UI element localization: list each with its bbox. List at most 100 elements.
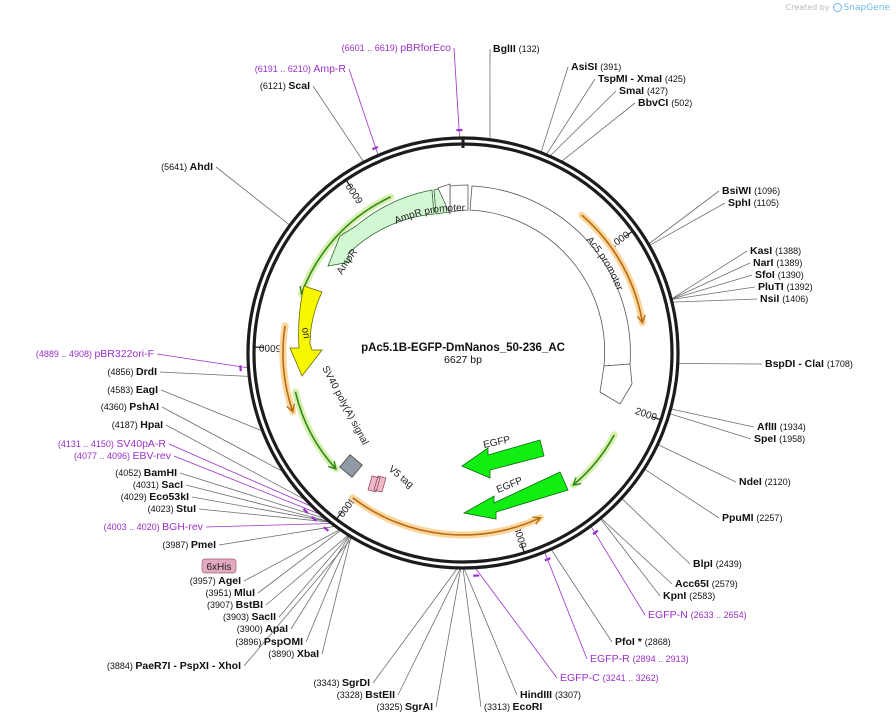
enzyme-site-label[interactable]: (4187) HpaI <box>112 419 163 431</box>
orf-arc[interactable] <box>572 434 615 486</box>
enzyme-site-label[interactable]: NdeI (2120) <box>739 476 791 488</box>
his-tag-label: 6xHis <box>206 562 231 573</box>
primer-label[interactable]: EGFP-R (2894 .. 2913) <box>590 653 689 665</box>
enzyme-site-label[interactable]: PpuMI (2257) <box>722 512 782 524</box>
enzyme-site-label[interactable]: (4856) DrdI <box>107 366 157 378</box>
ori-shape[interactable] <box>289 285 323 377</box>
enzyme-site-label[interactable]: NarI (1389) <box>753 257 802 269</box>
primer-label[interactable]: (4131 .. 4150) SV40pA-R <box>58 438 167 450</box>
enzyme-site-label[interactable]: (3900) ApaI <box>237 623 288 635</box>
enzyme-site-label[interactable]: (3907) BstBI <box>207 599 263 611</box>
sv40-polya-shape[interactable] <box>339 454 363 478</box>
enzyme-site-label[interactable]: AflII (1934) <box>757 421 806 433</box>
primer-label[interactable]: EGFP-N (2633 .. 2654) <box>648 609 747 621</box>
enzyme-leader-line <box>397 568 461 696</box>
enzyme-site-label[interactable]: (3987) PmeI <box>162 539 216 551</box>
enzyme-site-label[interactable]: SphI (1105) <box>728 197 779 209</box>
enzyme-site-label[interactable]: (4031) SacI <box>133 479 183 491</box>
egfp-2-shape[interactable] <box>462 471 569 520</box>
enzyme-site-label[interactable]: (3884) PaeR7I - PspXI - XhoI <box>107 660 241 672</box>
site-position: (132) <box>519 44 540 54</box>
enzyme-site-label[interactable]: BspDI - ClaI (1708) <box>765 358 853 370</box>
orf-arc[interactable] <box>282 325 294 412</box>
orf-arc[interactable] <box>294 391 337 470</box>
enzyme-site-label[interactable]: (3896) PspOMI <box>235 636 303 648</box>
enzyme-site-label[interactable]: KasI (1388) <box>750 245 801 257</box>
enzyme-leader-line <box>649 202 726 246</box>
primer-label[interactable]: EGFP-C (3241 .. 3262) <box>560 672 659 684</box>
primer-label[interactable]: (6601 .. 6619) pBRforEco <box>342 42 451 54</box>
site-name: BspDI <box>765 358 798 370</box>
enzyme-site-label[interactable]: PfoI * (2868) <box>615 636 671 648</box>
enzyme-leader-line <box>672 298 758 303</box>
ac5-promoter-tail <box>599 363 633 405</box>
site-position: (6191 .. 6210) <box>255 64 314 74</box>
site-name: BglII <box>493 43 519 55</box>
created-by-text: Created by <box>785 3 830 12</box>
ruler-tick <box>651 416 662 421</box>
enzyme-site-label[interactable]: BglII (132) <box>493 43 540 55</box>
enzyme-site-label[interactable]: (3957) AgeI <box>190 575 241 587</box>
enzyme-site-label[interactable]: (6121) ScaI <box>260 80 310 92</box>
enzyme-site-label[interactable]: PluTI (1392) <box>758 281 813 293</box>
site-position: (1105) <box>754 198 779 208</box>
ampr-promoter-shape[interactable] <box>449 184 469 213</box>
ac5-promoter-shape[interactable] <box>469 185 631 367</box>
site-position: (5641) <box>161 162 190 172</box>
enzyme-site-label[interactable]: (4023) StuI <box>148 503 196 515</box>
primer-label[interactable]: (4889 .. 4908) pBR322ori-F <box>36 348 154 360</box>
enzyme-site-label[interactable]: (4583) EagI <box>107 384 158 396</box>
ruler-tick <box>345 179 353 189</box>
enzyme-site-label[interactable]: SfoI (1390) <box>755 269 804 281</box>
enzyme-site-label[interactable]: (3890) XbaI <box>268 648 319 660</box>
enzyme-site-label[interactable]: (3951) MluI <box>205 587 255 599</box>
enzyme-site-label[interactable]: (3325) SgrAI <box>376 701 433 713</box>
primer-leader-line <box>590 526 646 616</box>
ruler-label: 2000 <box>634 406 659 424</box>
enzyme-site-label[interactable]: (3313) EcoRI <box>484 701 542 713</box>
site-position: (425) <box>665 74 686 84</box>
site-name: BbvCI <box>638 97 671 109</box>
enzyme-site-label[interactable]: (3328) BstEII <box>337 689 395 701</box>
orf-arrowhead <box>532 516 542 525</box>
enzyme-site-label[interactable]: (3903) SacII <box>223 611 276 623</box>
enzyme-site-label[interactable]: (5641) AhdI <box>161 161 213 173</box>
orf-arc[interactable] <box>300 196 392 295</box>
site-name: HindIII <box>520 689 555 701</box>
primer-label[interactable]: (4077 .. 4096) EBV-rev <box>74 450 172 462</box>
enzyme-site-label[interactable]: AsiSI (391) <box>571 61 621 73</box>
site-name: NarI <box>753 257 776 269</box>
his-tag-badge[interactable]: 6xHis <box>201 558 237 574</box>
site-position: (3241 .. 3262) <box>603 673 659 683</box>
v5-tag-shape[interactable] <box>367 475 387 493</box>
site-position: (391) <box>600 62 621 72</box>
enzyme-site-label[interactable]: TspMI - XmaI (425) <box>598 73 686 85</box>
enzyme-site-label[interactable]: (4029) Eco53kI <box>121 491 189 503</box>
primer-label[interactable]: (4003 .. 4020) BGH-rev <box>104 521 204 533</box>
enzyme-site-label[interactable]: SpeI (1958) <box>754 433 805 445</box>
plasmid-size: 6627 bp <box>444 354 482 366</box>
site-position: (3890) <box>268 649 297 659</box>
enzyme-site-label[interactable]: HindIII (3307) <box>520 689 581 701</box>
enzyme-site-label[interactable]: KpnI (2583) <box>663 590 715 602</box>
enzyme-site-label[interactable]: NsiI (1406) <box>760 293 808 305</box>
primer-label[interactable]: (6191 .. 6210) Amp-R <box>255 63 347 75</box>
site-labels: BglII (132) AsiSI (391)TspMI - XmaI (425)… <box>36 42 853 713</box>
egfp-1-shape[interactable] <box>461 439 545 479</box>
enzyme-site-label[interactable]: SmaI (427) <box>619 85 668 97</box>
v5-tag-label: V5 tag <box>386 464 415 491</box>
site-extra: - ClaI <box>798 358 827 370</box>
enzyme-site-label[interactable]: BbvCI (502) <box>638 97 692 109</box>
enzyme-site-label[interactable]: BsiWI (1096) <box>722 185 780 197</box>
enzyme-site-label[interactable]: (3343) SgrDI <box>313 677 370 689</box>
orf-arc[interactable] <box>352 497 541 536</box>
ampr-cds-shape[interactable] <box>327 189 435 267</box>
orf-arc[interactable] <box>581 214 644 323</box>
site-name: Eco53kI <box>149 491 189 503</box>
site-name: PfoI * <box>615 636 645 648</box>
enzyme-site-label[interactable]: BlpI (2439) <box>693 558 742 570</box>
enzyme-site-label[interactable]: (4360) PshAI <box>101 401 159 413</box>
enzyme-leader-line <box>243 537 353 667</box>
enzyme-site-label[interactable]: Acc65I (2579) <box>675 578 738 590</box>
enzyme-site-label[interactable]: (4052) BamHI <box>115 467 177 479</box>
